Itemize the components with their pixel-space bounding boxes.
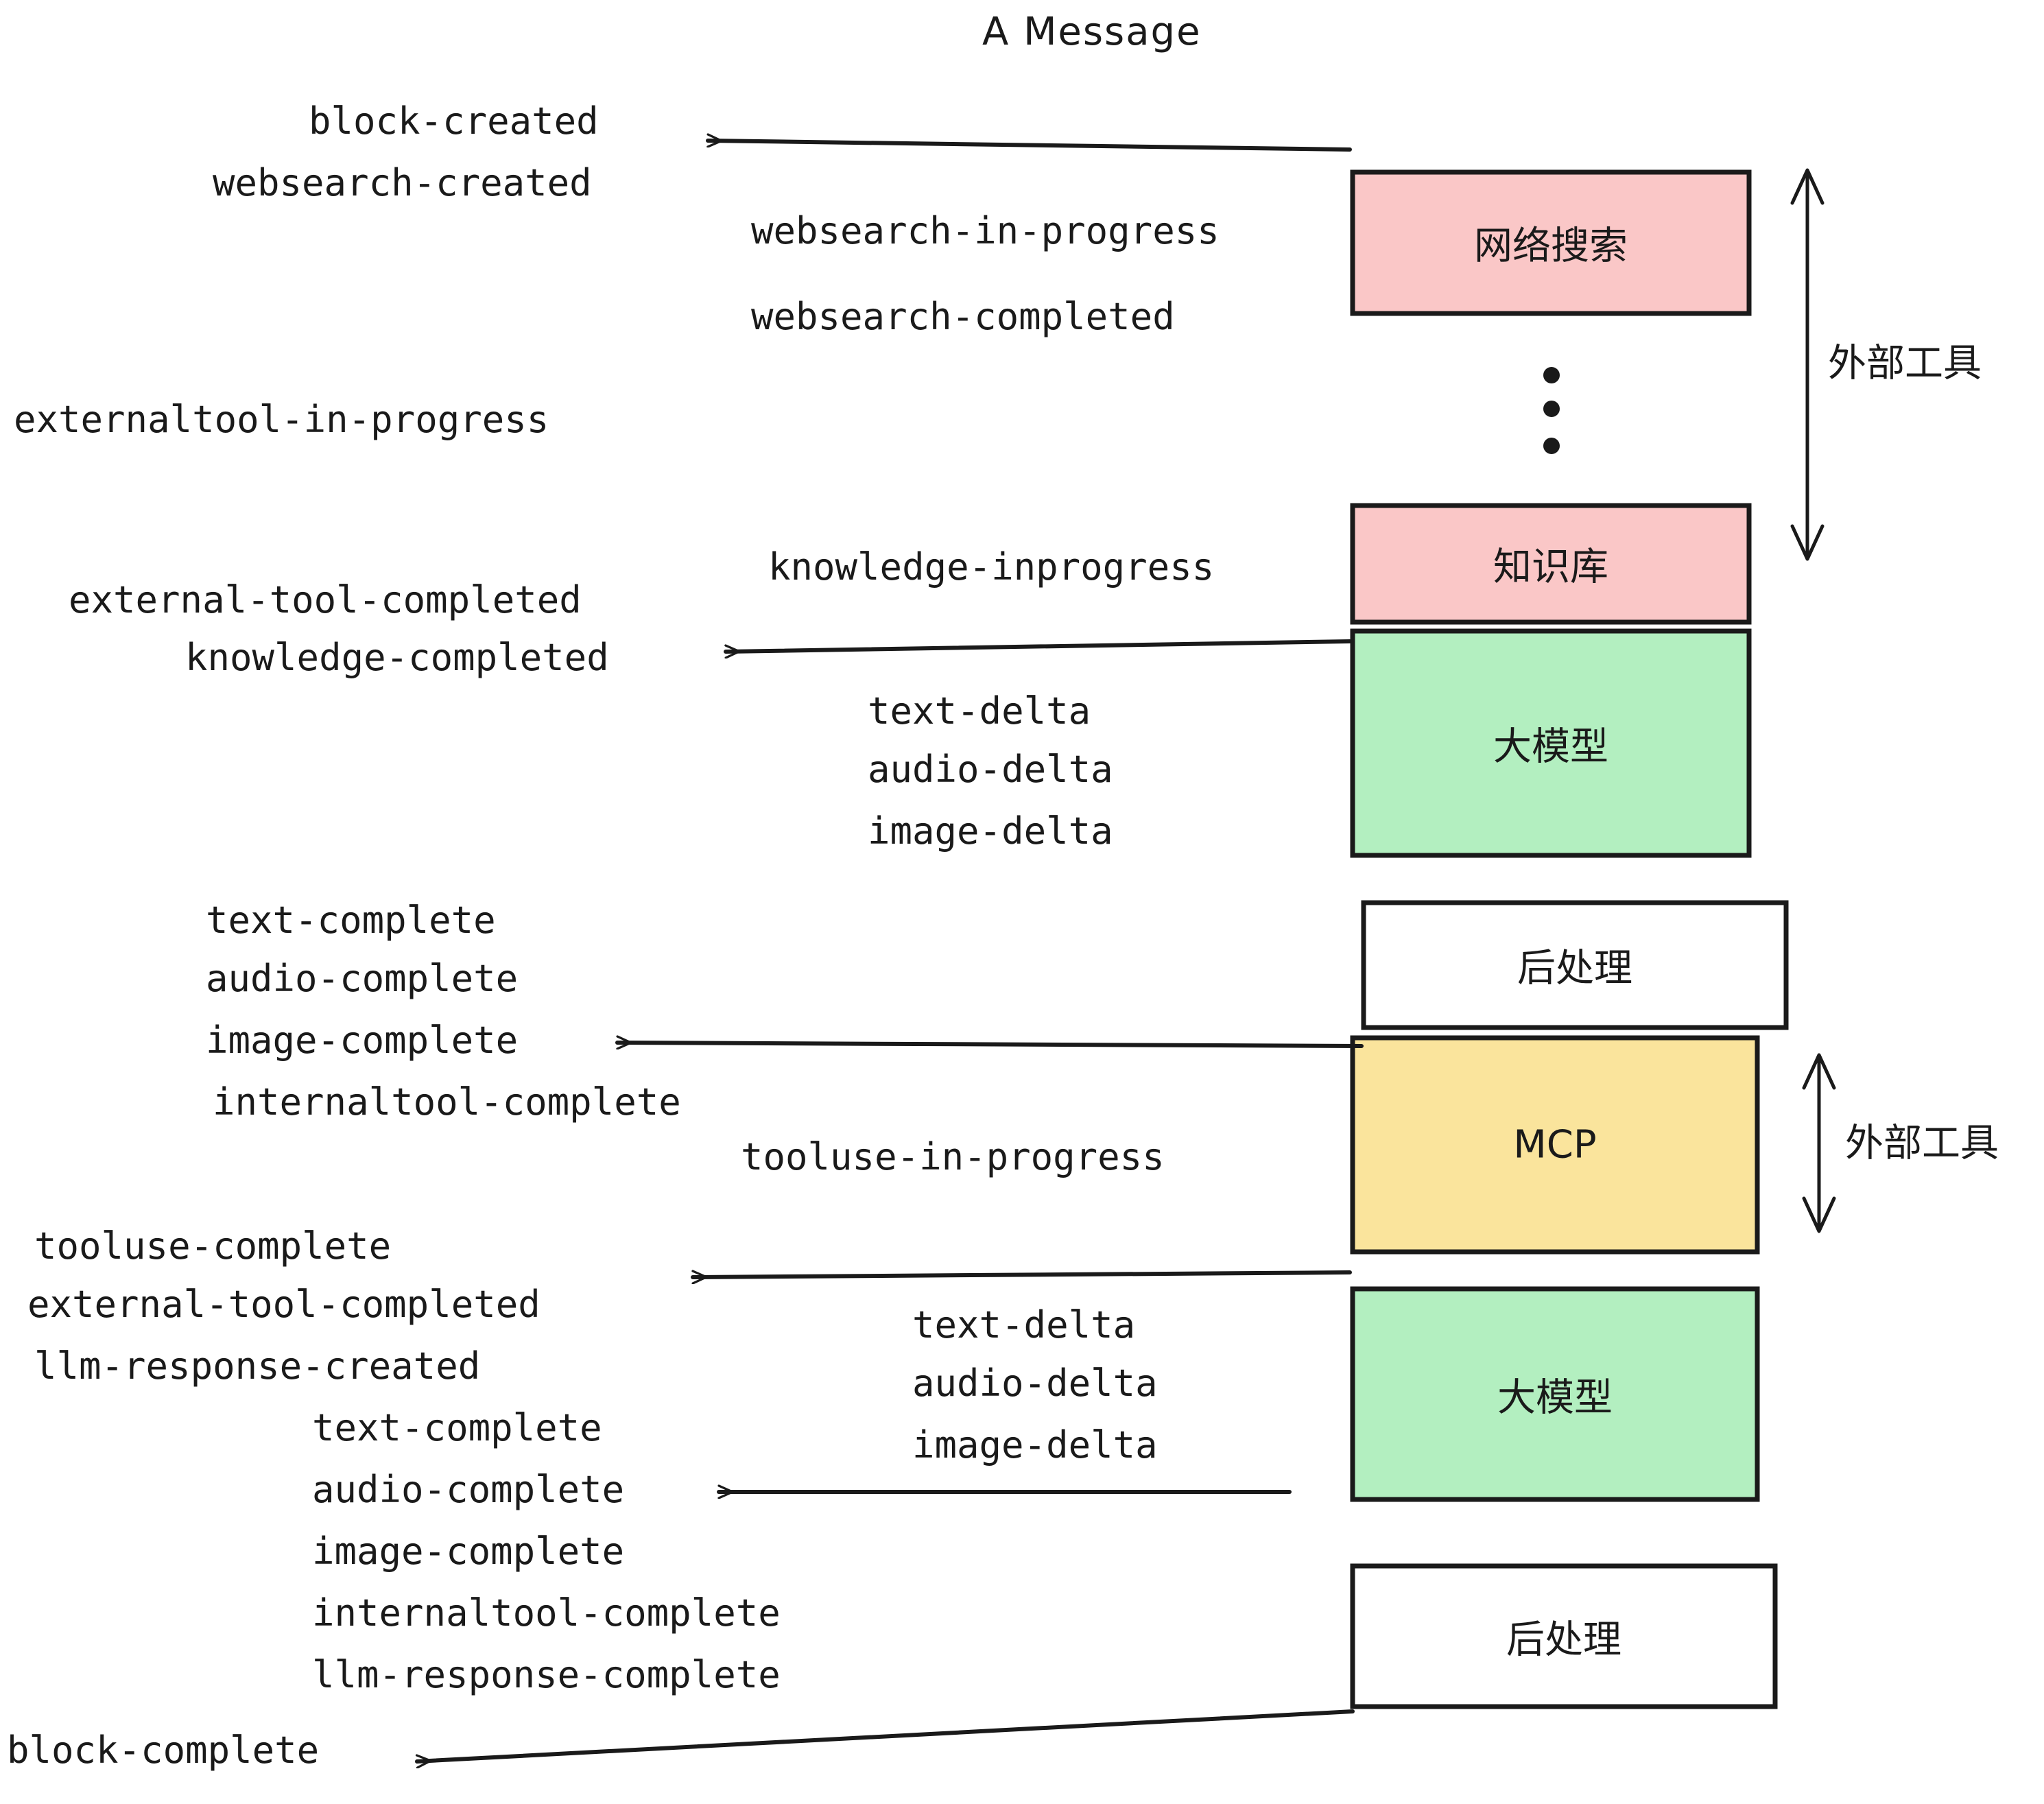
ellipsis-dots-group (1543, 367, 1560, 454)
event-label-block-complete: block-complete (7, 1729, 320, 1772)
event-label-websearch-in-progress: websearch-in-progress (751, 209, 1220, 252)
node-box-postprocess-2 (1350, 1563, 1778, 1709)
node-label-mcp: MCP (1513, 1122, 1597, 1167)
event-label-text-complete-1: text-complete (206, 899, 496, 942)
side-label-external-tools-bottom: 外部工具 (1845, 1121, 1999, 1166)
event-label-text-delta-1: text-delta (868, 689, 1091, 733)
event-label-image-delta-1: image-delta (868, 809, 1113, 853)
event-label-llm-response-complete: llm-response-complete (312, 1653, 781, 1696)
node-box-postprocess-1 (1361, 900, 1789, 1030)
event-label-audio-delta-2: audio-delta (912, 1362, 1158, 1405)
node-box-llm-1 (1350, 628, 1752, 858)
external-tool-bracket-bottom-arrowhead-up (1802, 1053, 1836, 1090)
external-tool-bracket-top-arrowhead-down (1790, 524, 1825, 561)
event-label-block-created: block-created (309, 99, 599, 143)
arrow-postprocess2-out (415, 1709, 1355, 1761)
event-label-externaltool-in-progress: externaltool-in-progress (14, 398, 549, 441)
arrow-websearch-out (706, 141, 1352, 152)
ellipsis-dot-1 (1543, 367, 1560, 383)
event-label-internaltool-complete-1: internaltool-complete (213, 1080, 681, 1124)
node-boxes-group (1350, 169, 1789, 1709)
node-box-websearch (1350, 169, 1752, 316)
event-label-audio-complete-2: audio-complete (312, 1468, 625, 1511)
node-label-knowledge: 知识库 (1493, 545, 1608, 590)
event-label-llm-response-created: llm-response-created (34, 1344, 481, 1388)
event-label-audio-complete-1: audio-complete (206, 957, 519, 1000)
node-label-llm-2: 大模型 (1497, 1375, 1613, 1420)
event-label-knowledge-completed: knowledge-completed (185, 636, 609, 679)
event-label-image-complete-1: image-complete (206, 1019, 519, 1062)
node-label-postprocess-1: 后处理 (1517, 946, 1632, 991)
event-arrows-group (415, 141, 1364, 1761)
event-label-text-delta-2: text-delta (912, 1303, 1136, 1346)
event-label-websearch-created: websearch-created (213, 161, 592, 204)
event-label-tooluse-in-progress: tooluse-in-progress (741, 1135, 1165, 1178)
event-label-image-delta-2: image-delta (912, 1423, 1158, 1467)
scope-brackets-group (1790, 168, 1836, 1233)
ellipsis-dot-3 (1543, 438, 1560, 454)
node-box-mcp (1350, 1035, 1760, 1255)
event-label-tooluse-complete: tooluse-complete (34, 1224, 392, 1268)
arrow-postprocess1-out (615, 1043, 1364, 1046)
node-label-llm-1: 大模型 (1493, 724, 1608, 769)
page-title: A Message (982, 10, 1202, 54)
node-box-llm-2 (1350, 1286, 1760, 1502)
event-label-websearch-completed: websearch-completed (751, 295, 1175, 338)
event-label-internaltool-complete-2: internaltool-complete (312, 1591, 781, 1635)
external-tool-bracket-top-arrowhead-up (1790, 168, 1825, 205)
event-label-image-complete-2: image-complete (312, 1530, 625, 1573)
event-label-knowledge-inprogress: knowledge-inprogress (768, 545, 1215, 589)
event-label-text-complete-2: text-complete (312, 1406, 602, 1449)
node-box-knowledge (1350, 503, 1752, 625)
arrow-knowledge-out (724, 639, 1352, 652)
arrow-mcp-out (691, 1272, 1352, 1277)
ellipsis-dot-2 (1543, 401, 1560, 417)
node-label-websearch: 网络搜索 (1474, 224, 1628, 269)
node-label-postprocess-2: 后处理 (1506, 1617, 1621, 1662)
event-label-audio-delta-1: audio-delta (868, 748, 1113, 791)
side-label-external-tools-top: 外部工具 (1828, 341, 1982, 386)
external-tool-bracket-bottom-arrowhead-down (1802, 1196, 1836, 1233)
event-label-external-tool-completed-2: external-tool-completed (27, 1283, 540, 1326)
event-label-external-tool-completed-1: external-tool-completed (69, 578, 582, 621)
